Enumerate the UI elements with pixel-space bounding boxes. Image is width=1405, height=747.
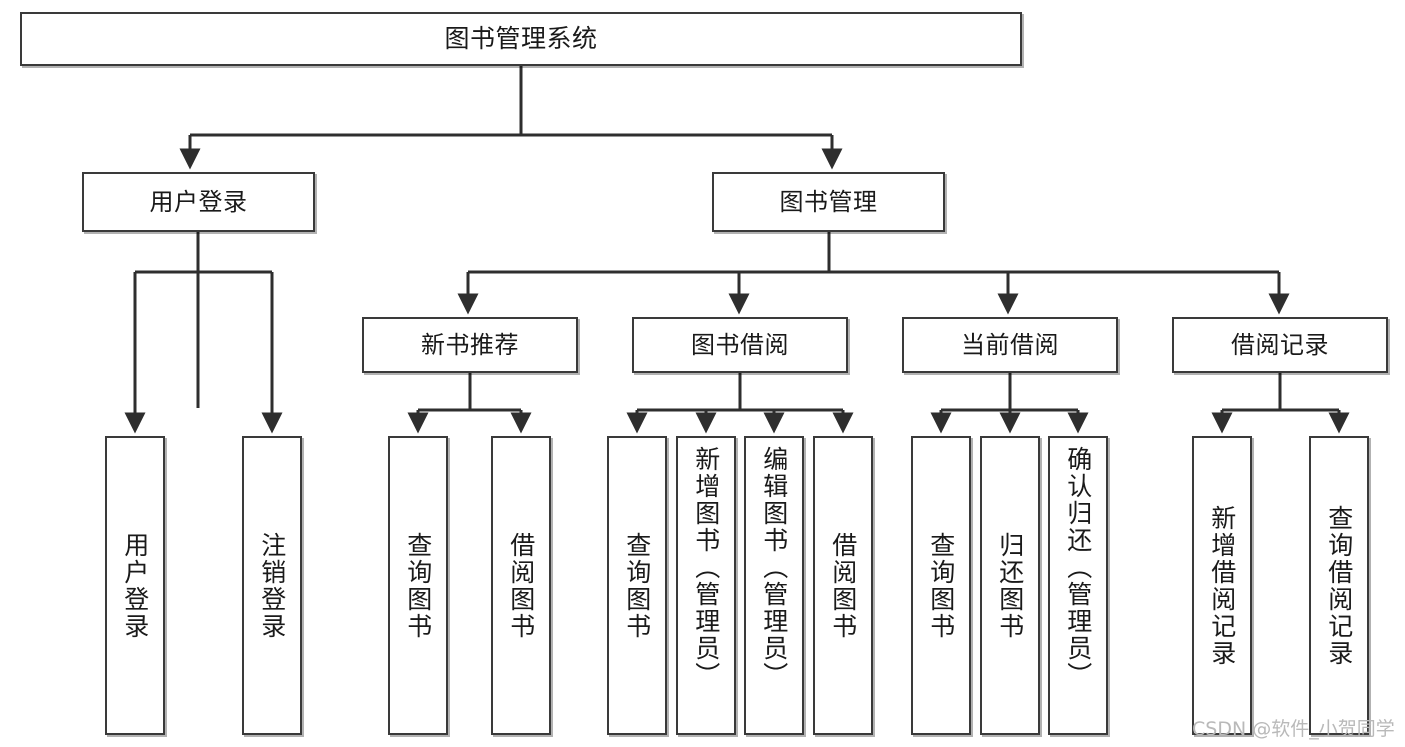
node-borrow-record[interactable]: 借阅记录 [1172, 317, 1388, 373]
node-leaf-query-book-1[interactable]: 查询图书 [388, 436, 448, 735]
node-user-login-label: 用户登录 [149, 187, 248, 216]
node-leaf-borrow-book-2[interactable]: 借阅图书 [813, 436, 873, 735]
node-borrow-record-label: 借阅记录 [1231, 330, 1329, 359]
node-root-system-label: 图书管理系统 [444, 24, 598, 54]
node-leaf-query-record[interactable]: 查询借阅记录 [1309, 436, 1369, 735]
node-leaf-add-record-label: 新增借阅记录 [1207, 504, 1237, 667]
watermark-text: CSDN @软件_小贺同学 [1192, 718, 1395, 740]
node-leaf-logout-login-label: 注销登录 [257, 531, 287, 640]
node-current-borrow-label: 当前借阅 [961, 330, 1059, 359]
node-new-book-recommend-label: 新书推荐 [421, 330, 519, 359]
node-leaf-add-record[interactable]: 新增借阅记录 [1192, 436, 1252, 735]
node-leaf-query-book-1-label: 查询图书 [403, 531, 433, 640]
node-leaf-borrow-book-1[interactable]: 借阅图书 [491, 436, 551, 735]
node-new-book-recommend[interactable]: 新书推荐 [362, 317, 578, 373]
node-book-manage-label: 图书管理 [779, 187, 878, 216]
node-leaf-query-book-2[interactable]: 查询图书 [607, 436, 667, 735]
node-leaf-confirm-return-label: 确认归还（管理员） [1063, 446, 1093, 689]
node-leaf-return-book-label: 归还图书 [995, 531, 1025, 640]
node-leaf-query-book-3[interactable]: 查询图书 [911, 436, 971, 735]
node-book-borrow[interactable]: 图书借阅 [632, 317, 848, 373]
node-leaf-borrow-book-1-label: 借阅图书 [506, 531, 536, 640]
node-leaf-query-record-label: 查询借阅记录 [1324, 504, 1354, 667]
node-leaf-query-book-3-label: 查询图书 [926, 531, 956, 640]
node-leaf-borrow-book-2-label: 借阅图书 [828, 531, 858, 640]
node-leaf-confirm-return[interactable]: 确认归还（管理员） [1048, 436, 1108, 735]
node-book-borrow-label: 图书借阅 [691, 330, 789, 359]
node-leaf-logout-login[interactable]: 注销登录 [242, 436, 302, 735]
node-current-borrow[interactable]: 当前借阅 [902, 317, 1118, 373]
node-leaf-user-login-label: 用户登录 [120, 531, 150, 640]
node-leaf-return-book[interactable]: 归还图书 [980, 436, 1040, 735]
node-leaf-add-book-label: 新增图书（管理员） [691, 446, 721, 689]
node-user-login[interactable]: 用户登录 [82, 172, 315, 232]
node-root-system[interactable]: 图书管理系统 [20, 12, 1022, 66]
node-leaf-edit-book[interactable]: 编辑图书（管理员） [744, 436, 804, 735]
node-book-manage[interactable]: 图书管理 [712, 172, 945, 232]
node-leaf-edit-book-label: 编辑图书（管理员） [759, 446, 789, 689]
node-leaf-add-book[interactable]: 新增图书（管理员） [676, 436, 736, 735]
node-leaf-query-book-2-label: 查询图书 [622, 531, 652, 640]
node-leaf-user-login[interactable]: 用户登录 [105, 436, 165, 735]
